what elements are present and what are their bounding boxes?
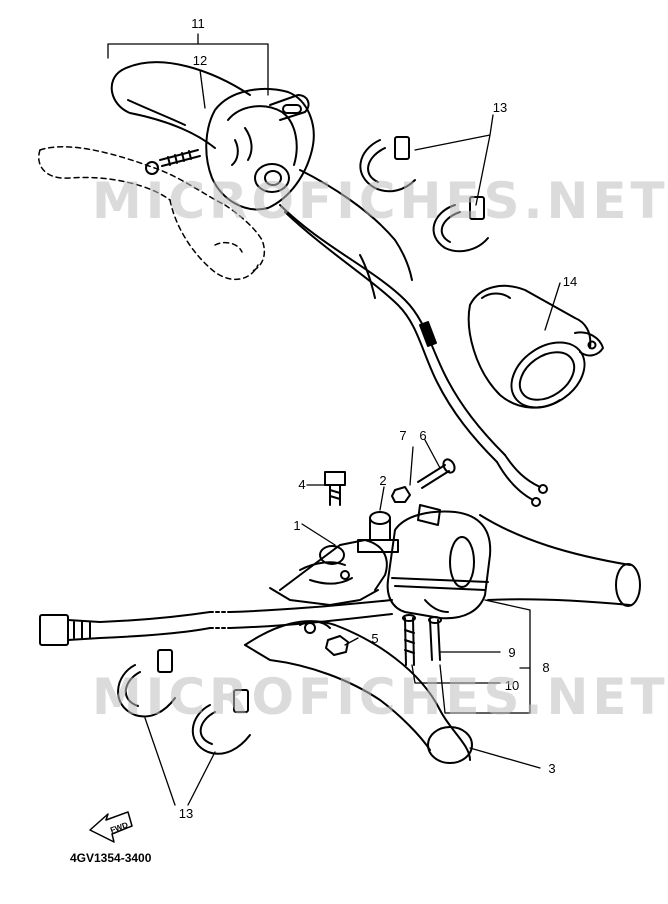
leader-lines (107, 33, 561, 806)
fwd-label: FWD (109, 820, 129, 835)
pivot-bolt-4 (324, 471, 346, 506)
watermark-top: MICROFICHES.NET (92, 172, 668, 230)
callout-7: 7 (399, 428, 406, 443)
band-clamp-top-1 (359, 136, 416, 193)
nut-5 (325, 635, 349, 656)
callout-11: 11 (191, 16, 205, 31)
diagram-code: 4GV1354-3400 (70, 851, 152, 865)
lower-wiring (99, 599, 393, 639)
handlebar-switch-upper (205, 88, 315, 211)
callout-numbers: 11 12 13 14 7 6 2 4 1 5 9 8 10 3 13 (179, 16, 577, 821)
callout-13-bottom: 13 (179, 806, 193, 821)
callout-2: 2 (379, 473, 386, 488)
callout-8: 8 (542, 660, 549, 675)
holder-bolt-2 (357, 511, 399, 553)
band-clamp-bottom-2 (191, 689, 251, 755)
callout-13-top: 13 (493, 100, 507, 115)
grip-end-cover (467, 284, 604, 409)
switch-screw-9 (428, 616, 442, 661)
watermark-bottom: MICROFICHES.NET (92, 668, 668, 726)
handlebar-switch-lower (386, 504, 492, 620)
callout-5: 5 (371, 631, 378, 646)
callout-12: 12 (193, 53, 207, 68)
callout-14: 14 (563, 274, 577, 289)
band-clamp-top-2 (432, 196, 489, 253)
callout-3: 3 (548, 761, 555, 776)
lever-phantom (38, 146, 266, 281)
callout-10: 10 (505, 678, 519, 693)
lever-holder (269, 539, 388, 606)
switch-screw-10 (402, 614, 416, 666)
handlebar-grip-left (479, 514, 641, 607)
callout-9: 9 (508, 645, 515, 660)
switch-wiring (279, 169, 548, 507)
callout-6: 6 (419, 428, 426, 443)
fwd-arrow (89, 811, 133, 843)
nut-7 (391, 486, 411, 503)
band-clamp-bottom-1 (117, 649, 176, 718)
switch-screw-12 (145, 149, 201, 175)
wire-connector (39, 614, 101, 646)
callout-4: 4 (298, 477, 305, 492)
callout-1: 1 (293, 518, 300, 533)
throttle-grip (110, 61, 251, 149)
